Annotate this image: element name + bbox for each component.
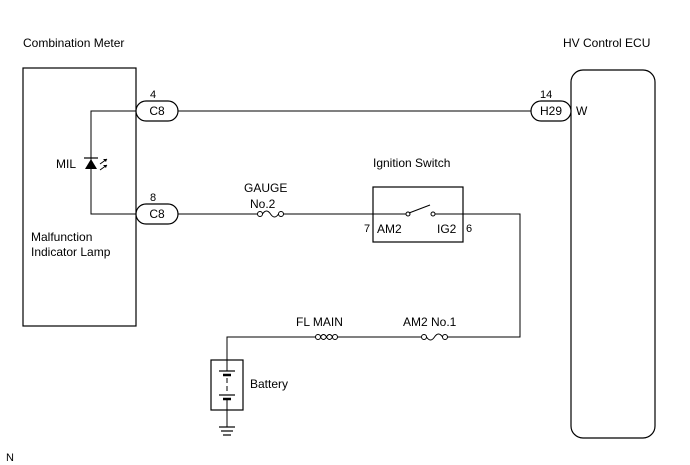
mil-led-icon	[84, 157, 108, 171]
connector-h29-label: H29	[540, 104, 562, 118]
hv-control-ecu-box	[570, 69, 656, 439]
am2-no1-fuse-icon	[421, 333, 448, 341]
combination-meter-box	[22, 67, 137, 327]
fl-main-fusible-link-icon	[315, 334, 338, 340]
ignition-switch-label: Ignition Switch	[373, 156, 450, 170]
ignition-am2-label: AM2	[377, 222, 402, 236]
mil-lamp-label-line1: Malfunction	[31, 230, 92, 244]
mil-label: MIL	[56, 157, 76, 171]
connector-c8-top	[135, 100, 179, 122]
mil-lamp-label-line2: Indicator Lamp	[31, 245, 111, 259]
gauge-fuse-label-line2: No.2	[250, 197, 276, 211]
ignition-ig2-label: IG2	[437, 222, 457, 236]
hv-control-ecu-label: HV Control ECU	[563, 36, 650, 50]
am2-no1-fuse-label: AM2 No.1	[403, 315, 457, 329]
wire-color-w: W	[576, 104, 588, 118]
footer-mark: N	[6, 452, 14, 464]
ignition-pin-6: 6	[466, 223, 472, 235]
ground-icon	[219, 410, 235, 436]
ignition-pin-7: 7	[364, 223, 370, 235]
connector-c8-bottom-label: C8	[149, 207, 165, 221]
combination-meter-label: Combination Meter	[23, 36, 124, 50]
battery-label: Battery	[250, 377, 288, 391]
connector-h29-pin-14: 14	[540, 89, 552, 101]
wire-flmain-to-battery	[226, 336, 316, 360]
gauge-fuse-icon	[257, 210, 284, 218]
connector-c8-top-label: C8	[149, 104, 165, 118]
battery-icon	[219, 360, 235, 410]
connector-c8-pin-4: 4	[150, 89, 156, 101]
ignition-contact-icon	[373, 204, 463, 217]
connector-h29	[530, 100, 572, 122]
gauge-fuse-label-line1: GAUGE	[244, 181, 287, 195]
fl-main-label: FL MAIN	[296, 315, 343, 329]
connector-c8-pin-8: 8	[150, 192, 156, 204]
wire-ig2-loop	[447, 213, 521, 338]
